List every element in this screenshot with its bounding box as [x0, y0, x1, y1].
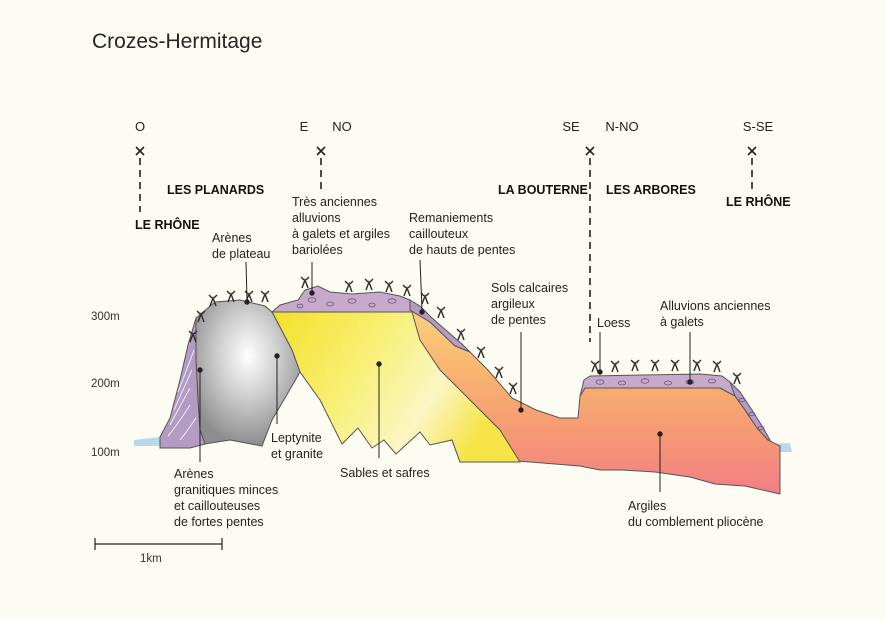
- direction-o: O: [135, 119, 145, 134]
- alluvions-anciennes: [579, 373, 736, 398]
- label-leptynite: Leptynite et granite: [271, 431, 325, 461]
- altitude-100: 100m: [91, 447, 120, 459]
- striations-left: [167, 349, 197, 441]
- cross-section: [134, 259, 792, 495]
- label-sables: Sables et safres: [340, 466, 430, 480]
- cross-marker-e-no: [316, 146, 326, 156]
- place-names: LE RHÔNE LES PLANARDS LA BOUTERNE LES AR…: [135, 183, 791, 232]
- altitude-200: 200m: [91, 378, 120, 390]
- label-tres-anciennes: Très anciennes alluvions à galets et arg…: [292, 195, 393, 257]
- pebbles-slope-right: [738, 397, 765, 431]
- place-bouterne: LA BOUTERNE: [498, 183, 588, 197]
- place-rhone-right: LE RHÔNE: [726, 194, 791, 209]
- place-rhone-left: LE RHÔNE: [135, 217, 200, 232]
- rhone-water-left: [134, 437, 162, 446]
- label-remaniements: Remaniements caillouteux de hauts de pen…: [409, 211, 515, 257]
- annotations: Arènes de plateau Très anciennes alluvio…: [174, 195, 774, 529]
- direction-markers: O E NO SE N-NO S-SE: [135, 119, 774, 342]
- label-arenes-plateau: Arènes de plateau: [212, 231, 270, 261]
- tres-anciennes-alluvions: [270, 285, 413, 313]
- direction-se: SE: [562, 119, 580, 134]
- sables-layer: [271, 311, 521, 463]
- cross-marker-o: [135, 146, 145, 156]
- leader-lines: [197, 259, 693, 492]
- remaniements-slope: [409, 299, 471, 353]
- cross-marker-se-nno: [585, 146, 595, 156]
- direction-e: E: [300, 119, 309, 134]
- direction-no: NO: [332, 119, 352, 134]
- direction-s-se: S-SE: [743, 119, 774, 134]
- label-loess: Loess: [597, 316, 630, 330]
- label-arenes-granitiques: Arènes granitiques minces et caillouteus…: [174, 467, 282, 529]
- label-argiles: Argiles du comblement pliocène: [628, 499, 764, 529]
- scale-bar: [94, 538, 223, 550]
- pebbles-plateau: [296, 297, 397, 309]
- scale-label: 1km: [140, 553, 162, 565]
- cross-marker-s-se: [747, 146, 757, 156]
- altitude-300: 300m: [91, 311, 120, 323]
- place-arbores: LES ARBORES: [606, 183, 696, 197]
- page-title: Crozes-Hermitage: [92, 30, 262, 53]
- direction-n-no: N-NO: [605, 119, 638, 134]
- vine-symbols: [188, 276, 742, 395]
- place-planards: LES PLANARDS: [167, 183, 264, 197]
- label-alluvions-anciennes: Alluvions anciennes à galets: [660, 299, 774, 329]
- label-sols-calcaires: Sols calcaires argileux de pentes: [491, 281, 572, 327]
- altitude-axis: 300m 200m 100m: [91, 311, 120, 459]
- alluvions-slope-right: [729, 381, 771, 441]
